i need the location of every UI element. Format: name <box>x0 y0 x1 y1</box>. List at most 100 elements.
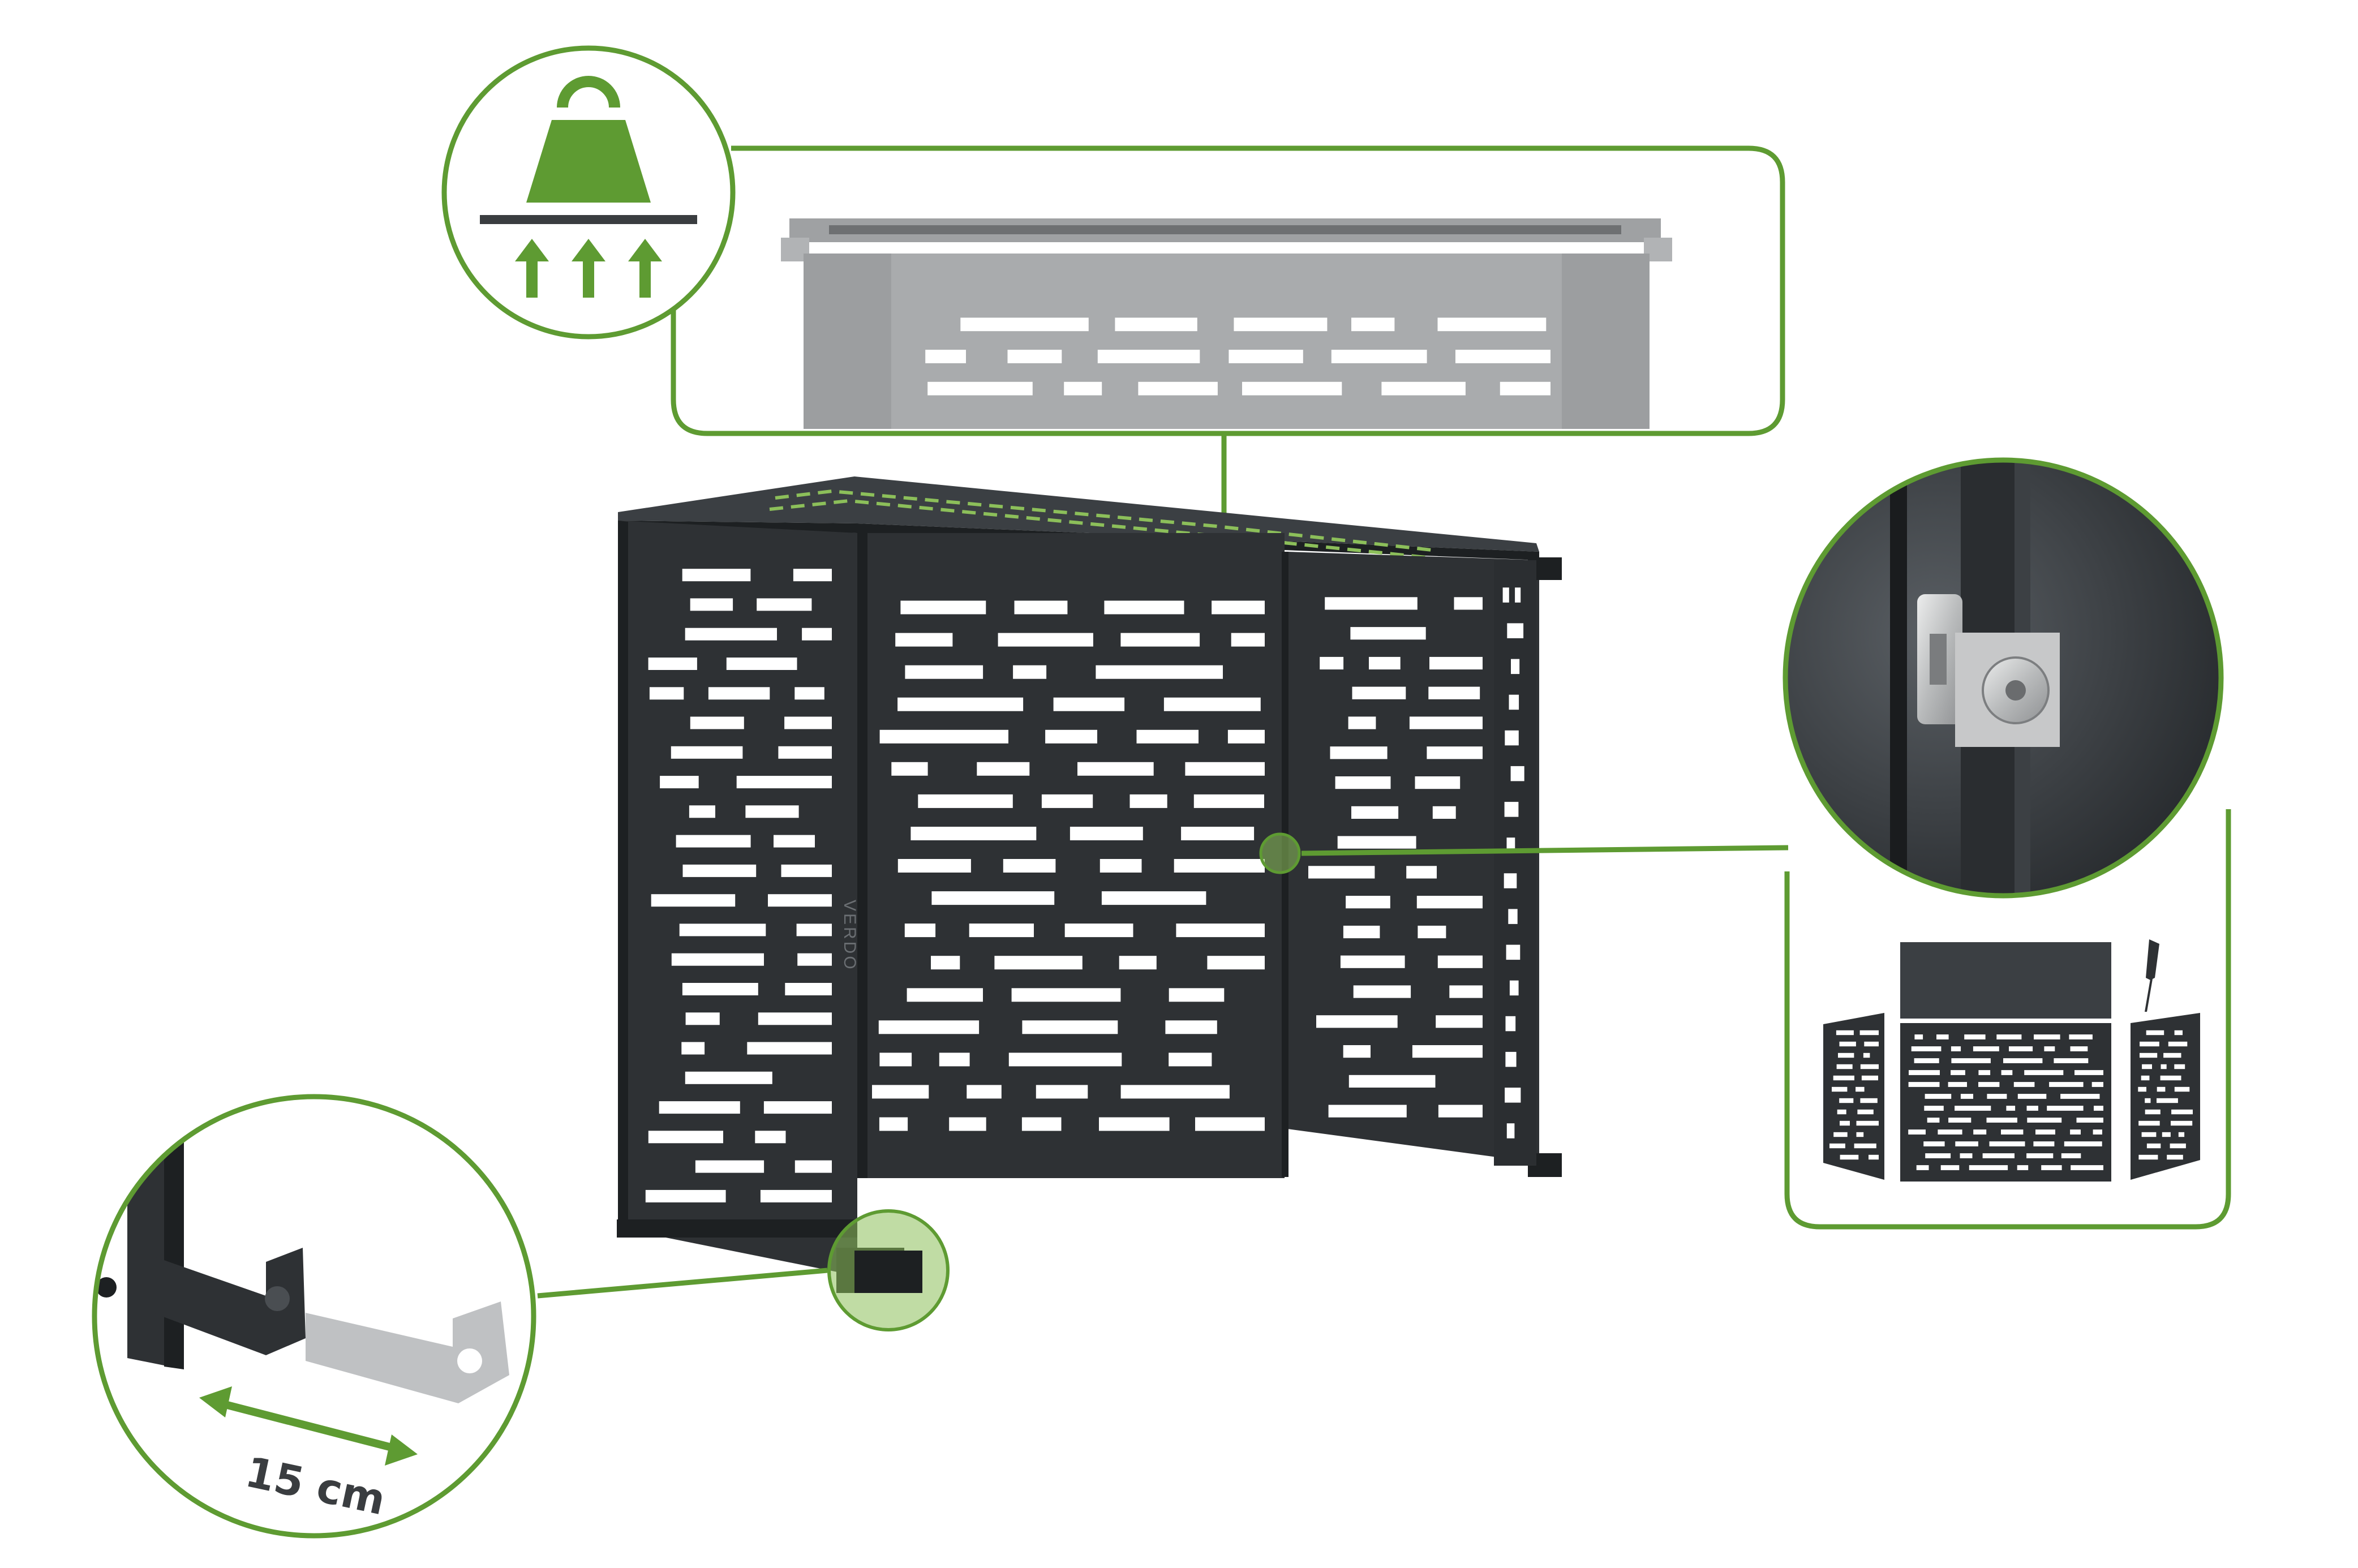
vent-slot <box>1987 1094 2007 1099</box>
vent-slot <box>689 805 715 818</box>
vent-slot <box>1504 873 1517 888</box>
vent-slot <box>891 762 928 776</box>
vent-slot <box>685 1012 720 1025</box>
vent-slot <box>1839 1098 1854 1103</box>
vent-slot <box>1437 955 1483 968</box>
vent-slot <box>904 923 936 938</box>
vent-slot <box>1925 1094 1952 1099</box>
vent-slot <box>1449 985 1483 998</box>
vent-slot <box>1212 600 1265 615</box>
vent-slot <box>1353 985 1411 998</box>
vent-slot <box>2074 1070 2103 1075</box>
vent-slot <box>1923 1141 1945 1146</box>
vent-slot <box>897 697 1024 711</box>
vent-slot <box>1242 381 1342 396</box>
vent-slot <box>2033 1141 2055 1146</box>
vent-slot <box>2140 1041 2159 1047</box>
vent-slot <box>1120 633 1200 647</box>
fastening-clip <box>1917 594 2060 747</box>
vent-slot <box>1505 1016 1516 1032</box>
vent-slot <box>879 1117 908 1131</box>
vent-slot <box>1996 1034 2022 1039</box>
vent-slot <box>1343 1045 1371 1058</box>
vent-slot <box>1840 1120 1850 1126</box>
vent-slot <box>760 1189 832 1202</box>
vent-slot <box>757 598 812 611</box>
vent-slot <box>1064 923 1133 938</box>
vent-slot <box>1195 1117 1265 1131</box>
vent-slot <box>1454 597 1483 610</box>
vent-slot <box>1096 665 1223 679</box>
vent-slot <box>1129 794 1167 808</box>
vent-slot <box>925 350 966 363</box>
vent-slot <box>781 864 832 877</box>
vent-slot <box>2035 1129 2055 1135</box>
vent-slot <box>1948 1118 1972 1123</box>
vent-slot <box>1986 1118 2017 1123</box>
vent-slot <box>1829 1143 1845 1149</box>
vent-slot <box>1978 1070 1991 1075</box>
vent-slot <box>1320 656 1344 670</box>
vent-slot <box>1982 1153 2015 1158</box>
vent-slot <box>690 716 744 729</box>
right-side-panel <box>1287 552 1539 1163</box>
vent-slot <box>1013 665 1047 679</box>
vent-slot <box>1185 762 1265 776</box>
vent-slot <box>960 317 1089 332</box>
vent-slot <box>1335 776 1391 789</box>
roof-preview <box>781 218 1672 429</box>
vent-slot <box>1509 980 1519 996</box>
vent-slot <box>1099 1117 1170 1131</box>
vent-slot <box>1428 686 1480 699</box>
vent-slot <box>1011 988 1121 1002</box>
vent-slot <box>1415 776 1461 789</box>
enclosure: VERDO <box>617 476 1562 1293</box>
vent-slot <box>2054 1058 2089 1063</box>
vent-slot <box>1936 1034 1949 1039</box>
vent-slot <box>1351 317 1395 332</box>
vent-slot <box>1914 1034 1923 1039</box>
vent-slot <box>1507 623 1524 638</box>
vent-slot <box>679 923 766 936</box>
vent-slot <box>1839 1041 1856 1047</box>
vent-slot <box>1119 956 1157 970</box>
vent-slot <box>1506 1123 1515 1139</box>
vent-slot <box>2145 1098 2151 1103</box>
vent-slot <box>1960 1094 1973 1099</box>
vent-slot <box>1940 1165 1960 1170</box>
vent-slot <box>2157 1086 2166 1092</box>
vent-slot <box>2171 1120 2193 1126</box>
vent-slot <box>648 1131 723 1144</box>
vent-slot <box>785 983 832 995</box>
vent-slot <box>939 1053 970 1067</box>
vent-slot <box>1438 1105 1483 1118</box>
vent-slot <box>1436 1015 1483 1028</box>
vent-slot <box>872 1085 929 1099</box>
vent-slot <box>2041 1165 2062 1170</box>
vent-slot <box>1316 1015 1398 1028</box>
vent-slot <box>1854 1143 1876 1149</box>
vent-slot <box>1045 729 1097 744</box>
vent-slot <box>1021 1117 1062 1131</box>
vent-slot <box>1003 859 1056 873</box>
vent-slot <box>1908 1129 1926 1135</box>
vent-slot <box>1229 350 1303 363</box>
vent-slot <box>1510 766 1524 781</box>
vent-slot <box>758 1012 832 1025</box>
vent-slot <box>1955 1141 1978 1146</box>
vent-slot <box>1916 1165 1929 1170</box>
vent-slot <box>1833 1075 1854 1081</box>
vent-slot <box>690 598 733 611</box>
vent-slot <box>918 794 1013 808</box>
vent-slot <box>1227 729 1265 744</box>
vent-slot <box>878 1020 980 1034</box>
vent-slot <box>1861 1075 1878 1081</box>
vent-slot <box>2017 1165 2029 1170</box>
vent-slot <box>2049 1082 2084 1087</box>
vent-slot <box>931 891 1055 905</box>
vent-slot <box>2171 1109 2193 1115</box>
vent-slot <box>2027 1118 2062 1123</box>
vent-slot <box>796 923 832 936</box>
vent-slot <box>1101 891 1206 905</box>
vent-slot <box>645 1189 726 1202</box>
